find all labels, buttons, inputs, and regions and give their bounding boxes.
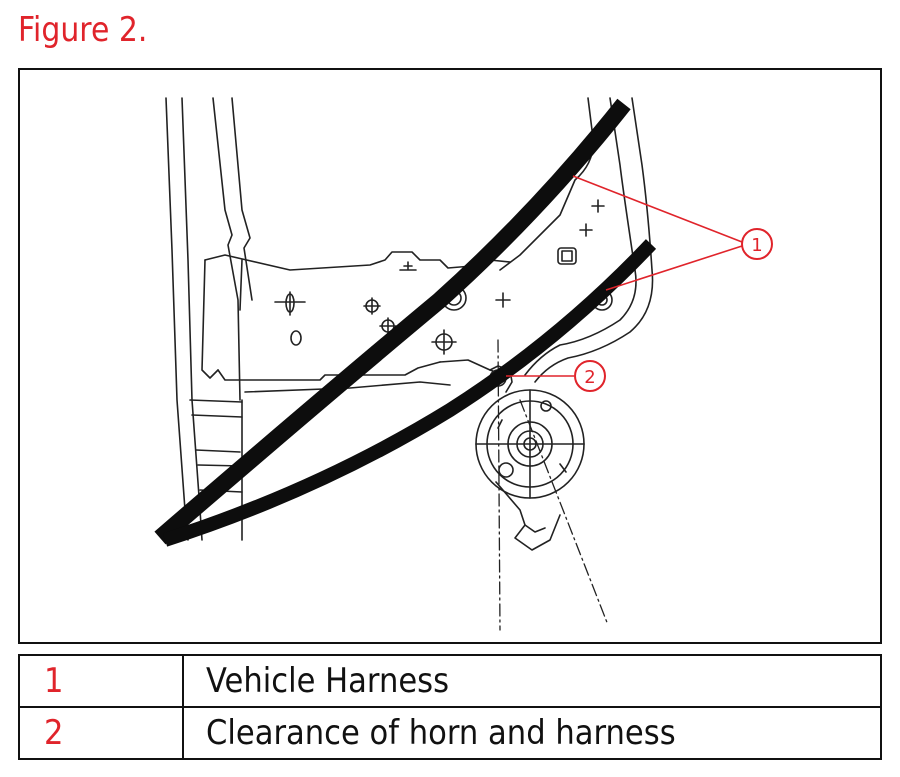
- callout-2: 2: [574, 360, 606, 392]
- center-line: [519, 399, 609, 626]
- callout-2-label: 2: [584, 367, 595, 388]
- technical-drawing: 1 2: [18, 68, 882, 644]
- vehicle-harness: [154, 98, 657, 547]
- legend-row: 2 Clearance of horn and harness: [18, 706, 882, 760]
- legend-row: 1 Vehicle Harness: [18, 654, 882, 708]
- callout-1: 1: [741, 228, 773, 260]
- figure-title: Figure 2.: [18, 10, 148, 50]
- center-line: [497, 339, 501, 631]
- curved-member: [499, 97, 654, 383]
- legend-number: 1: [18, 654, 184, 708]
- legend-table: 1 Vehicle Harness 2 Clearance of horn an…: [18, 654, 882, 760]
- legend-number: 2: [18, 706, 184, 760]
- callout-1-label: 1: [751, 235, 762, 256]
- callout-leaders: [506, 175, 743, 377]
- legend-description: Vehicle Harness: [182, 654, 882, 708]
- drawing-canvas: 1 2: [154, 97, 773, 631]
- legend-description: Clearance of horn and harness: [182, 706, 882, 760]
